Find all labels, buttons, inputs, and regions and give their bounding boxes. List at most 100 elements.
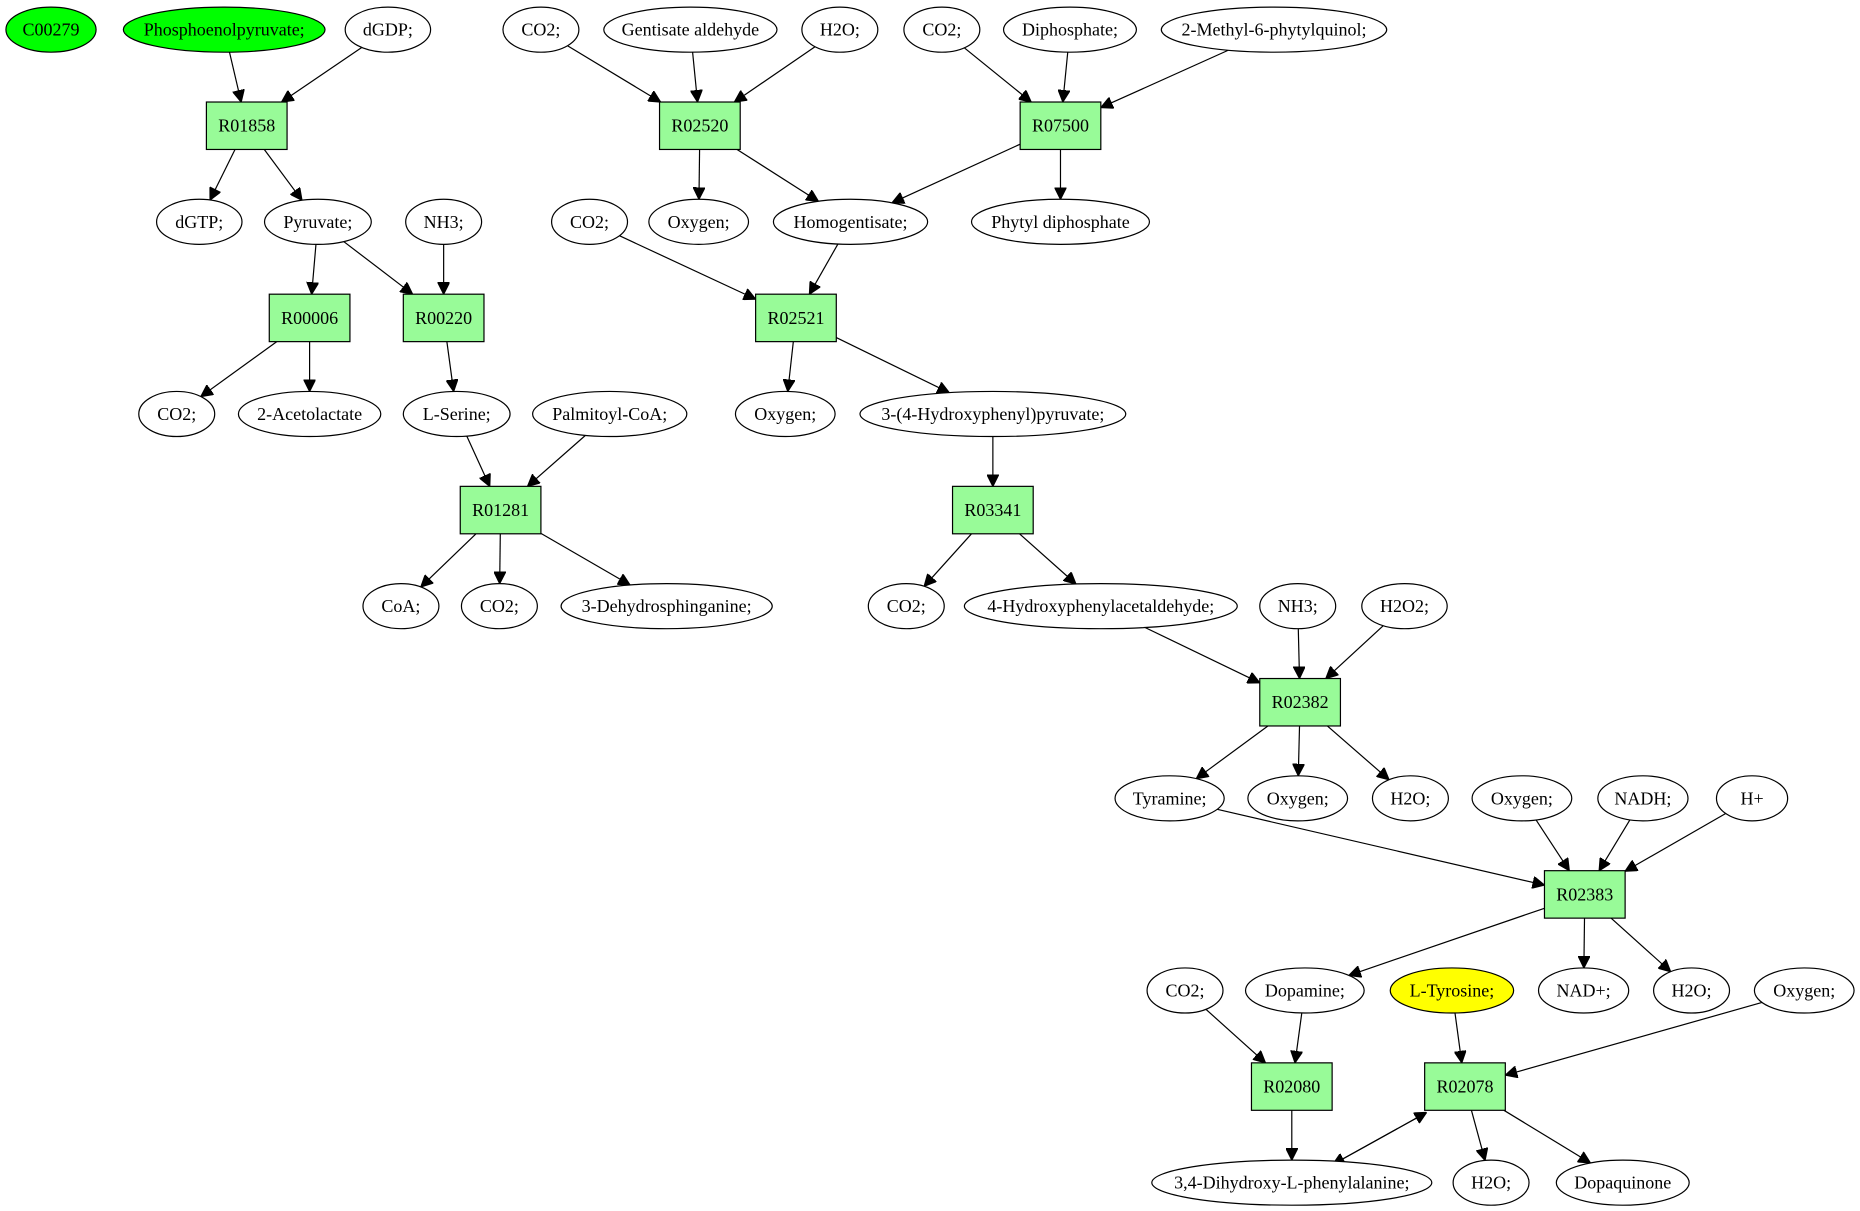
compound-label: Oxygen;	[1491, 788, 1553, 808]
compound-label: dGTP;	[175, 212, 223, 232]
compound-label: 2-Methyl-6-phytylquinol;	[1182, 20, 1367, 40]
compound-node-diphosphate[interactable]: Diphosphate;	[1002, 6, 1138, 53]
edge-c_co2_b-to-r_R07500	[963, 47, 1031, 102]
reaction-label: R00220	[415, 308, 472, 328]
edge-c_co2_g-to-r_R02080	[1205, 1008, 1265, 1063]
compound-label: Dopaquinone	[1574, 1173, 1671, 1193]
compound-node-oxygen-e[interactable]: Oxygen;	[1753, 967, 1855, 1014]
reaction-box	[1543, 870, 1626, 919]
edge-c_hplus-to-r_R02383	[1625, 812, 1726, 871]
compound-ellipse	[963, 583, 1238, 630]
reaction-node-r02078[interactable]: R02078	[1424, 1062, 1506, 1111]
compound-node-hplus[interactable]: H+	[1715, 775, 1789, 822]
compound-node-acetolactate[interactable]: 2-Acetolactate	[237, 390, 382, 438]
compound-node-h2o2[interactable]: H2O2;	[1361, 583, 1448, 630]
compound-node-pep[interactable]: Phosphoenolpyruvate;	[122, 6, 326, 53]
compound-node-C00279[interactable]: C00279	[5, 6, 97, 53]
compound-node-co2-f[interactable]: CO2;	[867, 583, 945, 630]
compound-ellipse	[1151, 1159, 1433, 1206]
compound-node-h2o-b[interactable]: H2O;	[1371, 775, 1449, 822]
compound-label: Oxygen;	[1267, 788, 1329, 808]
compound-node-oxygen-b[interactable]: Oxygen;	[734, 390, 836, 438]
reaction-node-r02382[interactable]: R02382	[1259, 677, 1342, 727]
compound-node-co2-c[interactable]: CO2;	[550, 198, 629, 245]
compound-node-serine[interactable]: L-Serine;	[402, 390, 511, 438]
compound-node-methylphytyl[interactable]: 2-Methyl-6-phytylquinol;	[1160, 6, 1388, 53]
compound-node-tyrosine[interactable]: L-Tyrosine;	[1389, 967, 1515, 1014]
reaction-box	[268, 293, 351, 343]
compound-node-co2-a[interactable]: CO2;	[502, 6, 580, 53]
compound-node-dgtp[interactable]: dGTP;	[155, 198, 243, 245]
compound-node-dgdp[interactable]: dGDP;	[344, 6, 432, 53]
compound-node-dopa[interactable]: 3,4-Dihydroxy-L-phenylalanine;	[1151, 1159, 1433, 1206]
compound-node-co2-b[interactable]: CO2;	[903, 6, 981, 53]
compound-ellipse	[1715, 775, 1789, 822]
compound-ellipse	[903, 6, 981, 53]
edge-r_R02383-to-c_h2o_c	[1610, 917, 1670, 972]
compound-node-oxygen-c[interactable]: Oxygen;	[1247, 775, 1349, 822]
compound-node-oxygen-a[interactable]: Oxygen;	[648, 198, 750, 245]
compound-ellipse	[155, 198, 243, 245]
reaction-label: R02521	[767, 308, 824, 328]
reaction-node-r01858[interactable]: R01858	[205, 101, 288, 151]
reaction-label: R02382	[1272, 692, 1329, 712]
reaction-node-r01281[interactable]: R01281	[459, 485, 542, 535]
compound-node-coa[interactable]: CoA;	[362, 583, 440, 630]
compound-node-phytyl[interactable]: Phytyl diphosphate	[970, 198, 1151, 245]
reaction-box	[402, 293, 485, 343]
edge-c_co2_a-to-r_R02520	[567, 45, 661, 102]
compound-node-nh3-b[interactable]: NH3;	[1259, 583, 1337, 630]
reaction-node-r00220[interactable]: R00220	[402, 293, 485, 343]
reaction-node-r07500[interactable]: R07500	[1019, 101, 1102, 151]
compound-node-nh3-a[interactable]: NH3;	[405, 198, 483, 245]
compound-ellipse	[734, 390, 836, 438]
reaction-box	[658, 101, 741, 151]
compound-ellipse	[502, 6, 580, 53]
reaction-node-r02520[interactable]: R02520	[658, 101, 741, 151]
compound-node-h2o-d[interactable]: H2O;	[1452, 1159, 1530, 1206]
reaction-node-r00006[interactable]: R00006	[268, 293, 351, 343]
compound-node-gentisate[interactable]: Gentisate aldehyde	[603, 6, 778, 53]
edge-c_hpa-to-r_R02382	[1144, 626, 1260, 682]
compound-node-pyruvate[interactable]: Pyruvate;	[263, 198, 372, 245]
compound-label: CO2;	[1166, 980, 1205, 1000]
reaction-node-r03341[interactable]: R03341	[951, 485, 1034, 535]
edge-r_R02078-to-c_dopa	[1333, 1111, 1427, 1164]
compound-label: dGDP;	[363, 20, 413, 40]
reaction-node-r02521[interactable]: R02521	[755, 293, 837, 343]
compound-node-dopamine[interactable]: Dopamine;	[1244, 967, 1365, 1014]
compound-node-nadh[interactable]: NADH;	[1597, 775, 1689, 822]
compound-label: Dopamine;	[1265, 980, 1345, 1000]
reaction-box	[1259, 677, 1342, 727]
compound-ellipse	[648, 198, 750, 245]
compound-node-dehydrosph[interactable]: 3-Dehydrosphinganine;	[560, 583, 773, 630]
reaction-box	[755, 293, 837, 343]
compound-node-nadplus[interactable]: NAD+;	[1537, 967, 1630, 1014]
compound-node-co2-d[interactable]: CO2;	[138, 390, 216, 438]
edge-c_nadh-to-r_R02383	[1599, 819, 1631, 871]
edge-c_co2_c-to-r_R02521	[619, 235, 755, 299]
compound-node-h2o-a[interactable]: H2O;	[801, 6, 879, 53]
compound-node-homogentisate[interactable]: Homogentisate;	[772, 198, 929, 245]
compound-label: Palmitoyl-CoA;	[552, 404, 667, 424]
edge-r_R01281-to-c_dehydrosph	[540, 532, 630, 585]
compound-node-palmitoyl[interactable]: Palmitoyl-CoA;	[532, 390, 688, 438]
compound-label: NH3;	[1278, 596, 1318, 616]
compound-node-tyramine[interactable]: Tyramine;	[1114, 775, 1225, 822]
compound-node-oxygen-d[interactable]: Oxygen;	[1471, 775, 1573, 822]
reaction-node-r02383[interactable]: R02383	[1543, 870, 1626, 919]
compound-node-co2-g[interactable]: CO2;	[1146, 967, 1224, 1014]
edge-c_pyruvate-to-r_R00006	[312, 244, 316, 294]
compound-node-dopaquinone[interactable]: Dopaquinone	[1555, 1159, 1690, 1206]
reaction-label: R01858	[218, 116, 275, 136]
compound-node-h2o-c[interactable]: H2O;	[1652, 967, 1731, 1014]
reaction-box	[1019, 101, 1102, 151]
edge-c_tyrosine-to-r_R02078	[1455, 1012, 1462, 1063]
compound-label: 3-Dehydrosphinganine;	[582, 596, 752, 616]
compound-node-co2-e[interactable]: CO2;	[460, 583, 538, 630]
edge-r_R01281-to-c_coa	[421, 533, 477, 587]
edge-c_tyramine-to-r_R02383	[1217, 808, 1544, 885]
reaction-node-r02080[interactable]: R02080	[1250, 1062, 1333, 1111]
compound-node-hpp[interactable]: 3-(4-Hydroxyphenyl)pyruvate;	[859, 390, 1127, 438]
compound-node-hpa[interactable]: 4-Hydroxyphenylacetaldehyde;	[963, 583, 1238, 630]
